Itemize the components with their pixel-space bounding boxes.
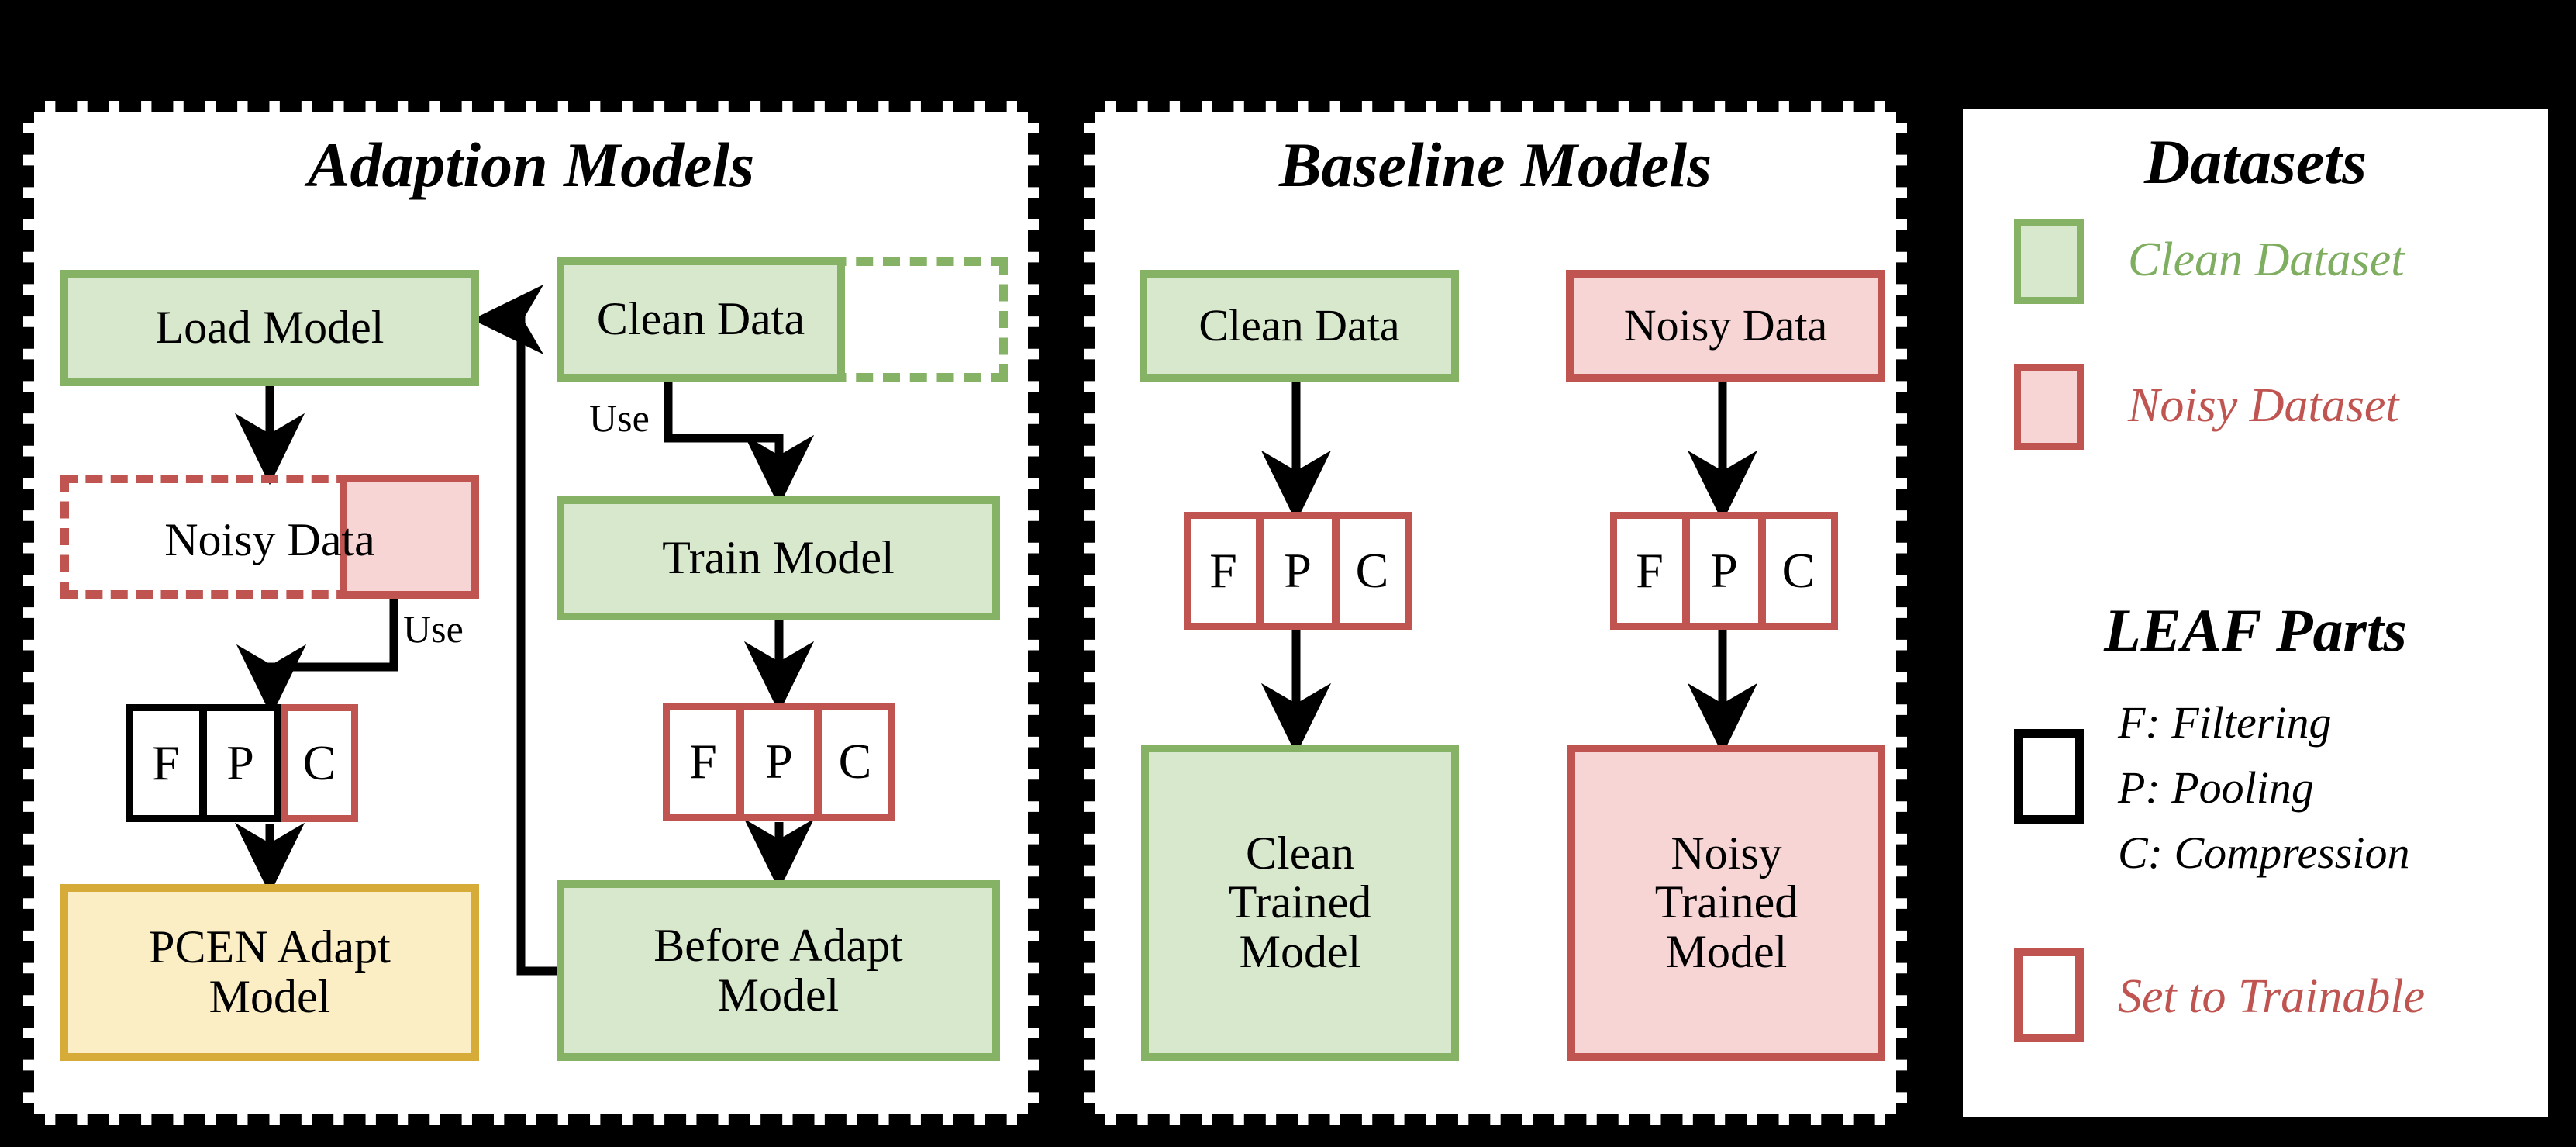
node-clean-trained-line1: Clean [1246,827,1354,879]
fpc-cell-c-label: C [1781,543,1816,598]
node-train-model[interactable]: Train Model [557,496,1000,620]
node-load-model[interactable]: Load Model [60,270,479,386]
node-clean-data[interactable]: Clean Data [557,257,845,382]
node-before-adapt-line2: Model [717,969,840,1021]
fpc-cell-p[interactable]: P [1260,512,1336,630]
node-noisy-trained-line1: Noisy [1671,827,1782,879]
fpc-cell-f-label: F [152,735,180,790]
fpc-cell-p-label: P [1284,543,1312,598]
legend-swatch-noisy [2014,364,2084,450]
label-use-left: Use [403,607,464,651]
fpc-cell-f[interactable]: F [663,703,740,821]
node-pcen-adapt-line1: PCEN Adapt [149,921,391,973]
fpc-strip-baseline-noisy[interactable]: F P C [1610,512,1838,630]
fpc-cell-f[interactable]: F [126,704,203,822]
node-baseline-clean-data-label: Clean Data [1198,300,1400,351]
fpc-cell-c[interactable]: C [818,703,895,821]
fpc-cell-c[interactable]: C [1762,512,1838,630]
node-noisy-data-label: Noisy Data [164,514,375,565]
legend-label-leaf-c: C: Compression [2118,827,2410,878]
node-noisy-trained-line3: Model [1665,925,1788,977]
node-clean-trained-line2: Trained [1228,876,1372,928]
fpc-cell-f[interactable]: F [1184,512,1260,630]
node-clean-trained-line3: Model [1239,925,1361,977]
node-baseline-clean-data[interactable]: Clean Data [1140,270,1459,382]
fpc-cell-p-label: P [765,734,793,789]
node-train-model-label: Train Model [662,532,895,584]
node-pcen-adapt-model[interactable]: PCEN Adapt Model [60,884,479,1061]
legend-label-noisy-dataset: Noisy Dataset [2128,379,2399,432]
fpc-cell-f-label: F [1209,543,1237,598]
node-baseline-noisy-data[interactable]: Noisy Data [1566,270,1885,382]
legend-label-leaf-p: P: Pooling [2118,762,2314,813]
node-clean-data-label: Clean Data [596,293,805,345]
fpc-strip-adaption-left[interactable]: F P C [126,704,358,822]
node-load-model-label: Load Model [155,302,385,354]
fpc-cell-p-label: P [226,735,254,790]
fpc-cell-c-label: C [838,734,872,789]
fpc-cell-c[interactable]: C [1336,512,1412,630]
legend-swatch-leaf [2014,729,2084,824]
fpc-cell-f-label: F [1636,543,1664,598]
legend-swatch-trainable [2014,948,2084,1042]
legend-label-trainable: Set to Trainable [2118,970,2426,1023]
adaption-models-title: Adaption Models [307,130,755,200]
legend-label-clean-dataset: Clean Dataset [2128,233,2405,286]
fpc-cell-c[interactable]: C [281,704,358,822]
fpc-cell-c-label: C [302,735,336,790]
fpc-cell-c-label: C [1355,543,1389,598]
fpc-cell-p-label: P [1710,543,1738,598]
node-pcen-adapt-line2: Model [209,971,331,1022]
node-noisy-data-fill[interactable] [340,475,479,599]
fpc-cell-p[interactable]: P [203,704,281,822]
baseline-models-title: Baseline Models [1278,130,1712,200]
leaf-parts-title: LEAF Parts [2104,596,2407,664]
label-use-right: Use [589,396,650,440]
legend-swatch-clean [2014,219,2084,304]
legend-label-leaf-f: F: Filtering [2118,697,2332,748]
fpc-cell-p[interactable]: P [1686,512,1762,630]
node-baseline-noisy-data-label: Noisy Data [1623,300,1828,351]
fpc-cell-p[interactable]: P [740,703,818,821]
node-clean-trained-model[interactable]: Clean Trained Model [1141,745,1459,1061]
fpc-strip-baseline-clean[interactable]: F P C [1184,512,1412,630]
fpc-cell-f-label: F [689,734,717,789]
node-noisy-trained-model[interactable]: Noisy Trained Model [1567,745,1885,1061]
node-before-adapt-model[interactable]: Before Adapt Model [557,880,1000,1061]
node-before-adapt-line1: Before Adapt [653,919,903,971]
datasets-title: Datasets [2144,126,2367,197]
node-noisy-trained-line2: Trained [1654,876,1798,928]
fpc-cell-f[interactable]: F [1610,512,1686,630]
fpc-strip-adaption-right[interactable]: F P C [663,703,895,821]
